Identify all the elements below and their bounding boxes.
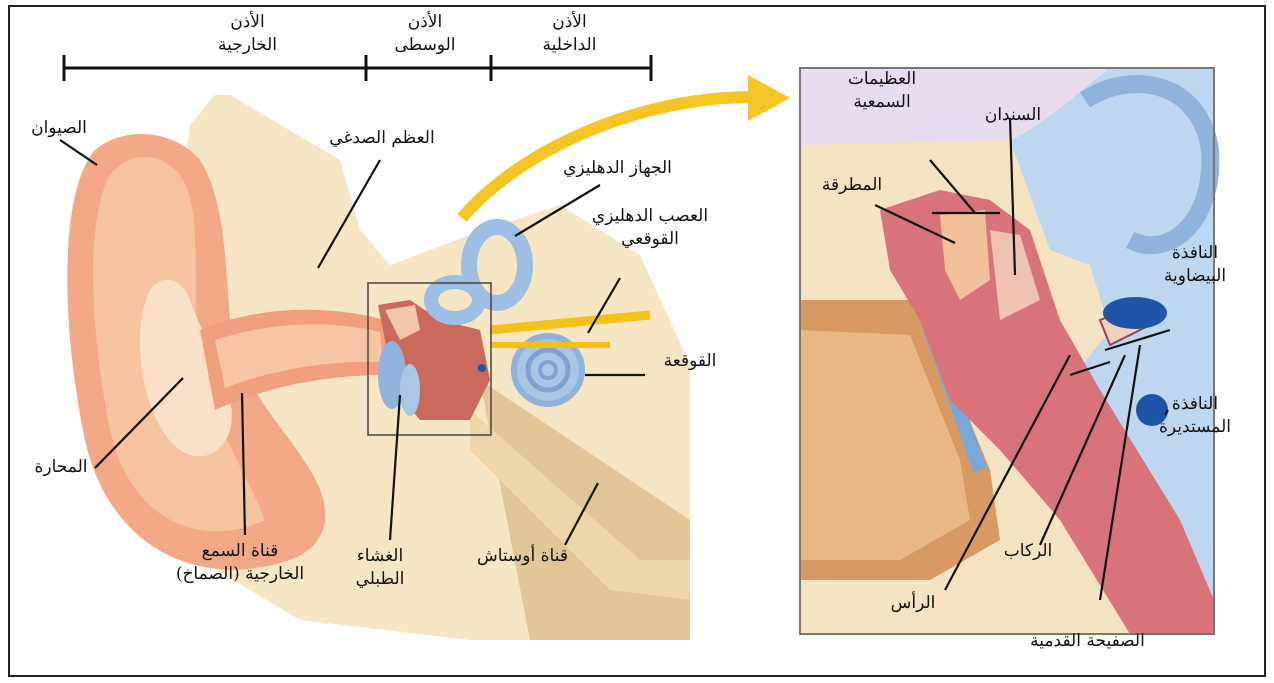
outer-ear-section-line2: الخارجية [190, 34, 305, 57]
zoom-arrow [462, 75, 790, 218]
oval-window-line1: النافذة [1150, 242, 1240, 265]
inner-ear-section-line1: الأذن [512, 11, 627, 34]
ear-canal-line1: قناة السمع [160, 540, 320, 563]
eardrum-line2: الطبلي [340, 568, 420, 591]
ossicles-label: العظيمات السمعية [832, 68, 932, 114]
eardrum-line1: الغشاء [340, 545, 420, 568]
inner-ear-section-label: الأذن الداخلية [512, 11, 627, 57]
ear-canal-line2: الخارجية (الصماخ) [160, 563, 320, 586]
round-window-line1: النافذة [1150, 393, 1240, 416]
pinna-label: الصيوان [14, 117, 104, 140]
temporal-bone-label: العظم الصدغي [312, 127, 452, 150]
vestibular-apparatus-label: الجهاز الدهليزي [545, 157, 690, 180]
concha-label: المحارة [26, 456, 96, 479]
inner-ear-section-line2: الداخلية [512, 34, 627, 57]
middle-ear-section-line1: الأذن [375, 11, 475, 34]
incus-label: السندان [968, 104, 1058, 127]
vestibulocochlear-nerve-line1: العصب الدهليزي [570, 205, 730, 228]
malleus-label: المطرقة [812, 174, 892, 197]
middle-ear-section-label: الأذن الوسطى [375, 11, 475, 57]
ossicles-line2: السمعية [832, 91, 932, 114]
eustachian-tube-label: قناة أوستاش [455, 545, 590, 568]
ossicles-line1: العظيمات [832, 68, 932, 91]
outer-ear-section-label: الأذن الخارجية [190, 11, 305, 57]
eardrum-label: الغشاء الطبلي [340, 545, 420, 591]
ear-canal-label: قناة السمع الخارجية (الصماخ) [160, 540, 320, 586]
section-scale-bar [64, 55, 651, 81]
cochlea-label: القوقعة [650, 350, 730, 373]
oval-window-line2: البيضاوية [1150, 265, 1240, 288]
stapes-label: الركاب [988, 540, 1068, 563]
middle-ear-section-line2: الوسطى [375, 34, 475, 57]
vestibulocochlear-nerve-label: العصب الدهليزي القوقعي [570, 205, 730, 251]
footplate-label: الصفيحة القدمية [1010, 630, 1165, 653]
round-window-label: النافذة المستديرة [1150, 393, 1240, 439]
head-label: الرأس [878, 592, 948, 615]
oval-window-label: النافذة البيضاوية [1150, 242, 1240, 288]
round-window-line2: المستديرة [1150, 416, 1240, 439]
outer-ear-section-line1: الأذن [190, 11, 305, 34]
vestibulocochlear-nerve-line2: القوقعي [570, 228, 730, 251]
